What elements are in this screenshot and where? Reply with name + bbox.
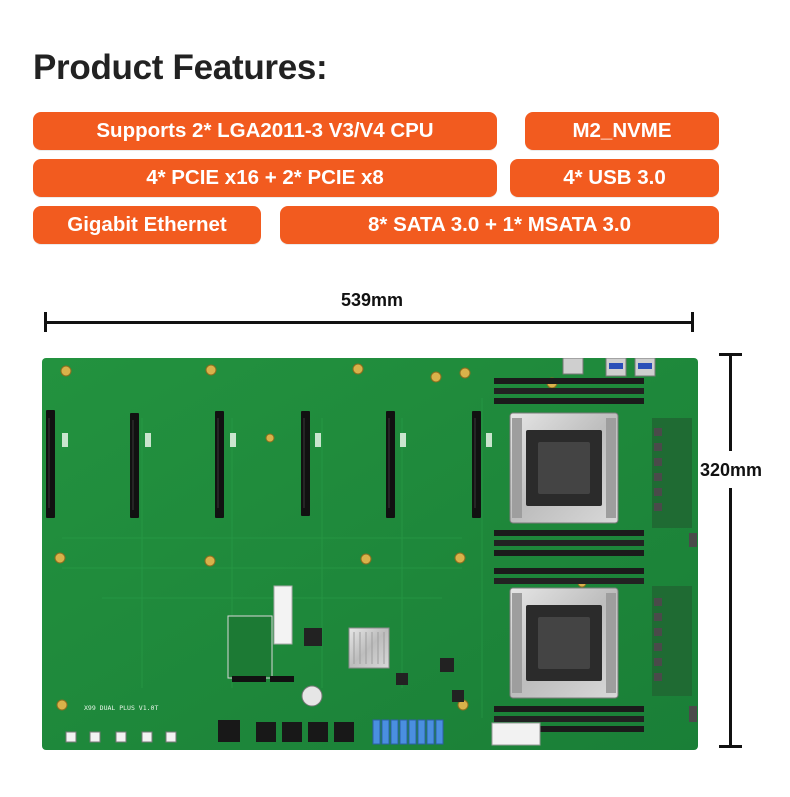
height-dimension-line-bottom: [729, 488, 732, 747]
feature-ethernet: Gigabit Ethernet: [33, 206, 261, 244]
feature-m2-nvme: M2_NVME: [525, 112, 719, 150]
width-dimension-label: 539mm: [341, 290, 404, 310]
feature-sata: 8* SATA 3.0 + 1* MSATA 3.0: [280, 206, 719, 244]
feature-pcie: 4* PCIE x16 + 2* PCIE x8: [33, 159, 497, 197]
memory-slots: [494, 378, 692, 732]
feature-usb: 4* USB 3.0: [510, 159, 719, 197]
m2-slot: [227, 585, 294, 682]
height-dimension-cap-top: [719, 353, 742, 356]
height-dimension-cap-bottom: [719, 745, 742, 748]
rear-io: [562, 358, 656, 377]
page-title: Product Features:: [33, 48, 328, 87]
motherboard-image: X99 DUAL PLUS V1.0T: [42, 358, 698, 750]
bottom-headers: [65, 720, 541, 746]
sata-ports: [372, 719, 444, 745]
width-dimension-cap-right: [691, 312, 694, 332]
cmos-battery: [301, 685, 323, 707]
cpu-socket-lower: [509, 587, 619, 699]
cpu-socket-upper: [509, 412, 619, 524]
width-dimension-cap-left: [44, 312, 47, 332]
width-dimension-line: [45, 321, 693, 324]
height-dimension-line-top: [729, 354, 732, 451]
board-silkscreen: X99 DUAL PLUS V1.0T: [84, 704, 158, 712]
vrm-components: [654, 428, 697, 722]
height-dimension-label: 320mm: [700, 460, 763, 480]
chipset-heatsink: [348, 627, 390, 669]
feature-cpu: Supports 2* LGA2011-3 V3/V4 CPU: [33, 112, 497, 150]
